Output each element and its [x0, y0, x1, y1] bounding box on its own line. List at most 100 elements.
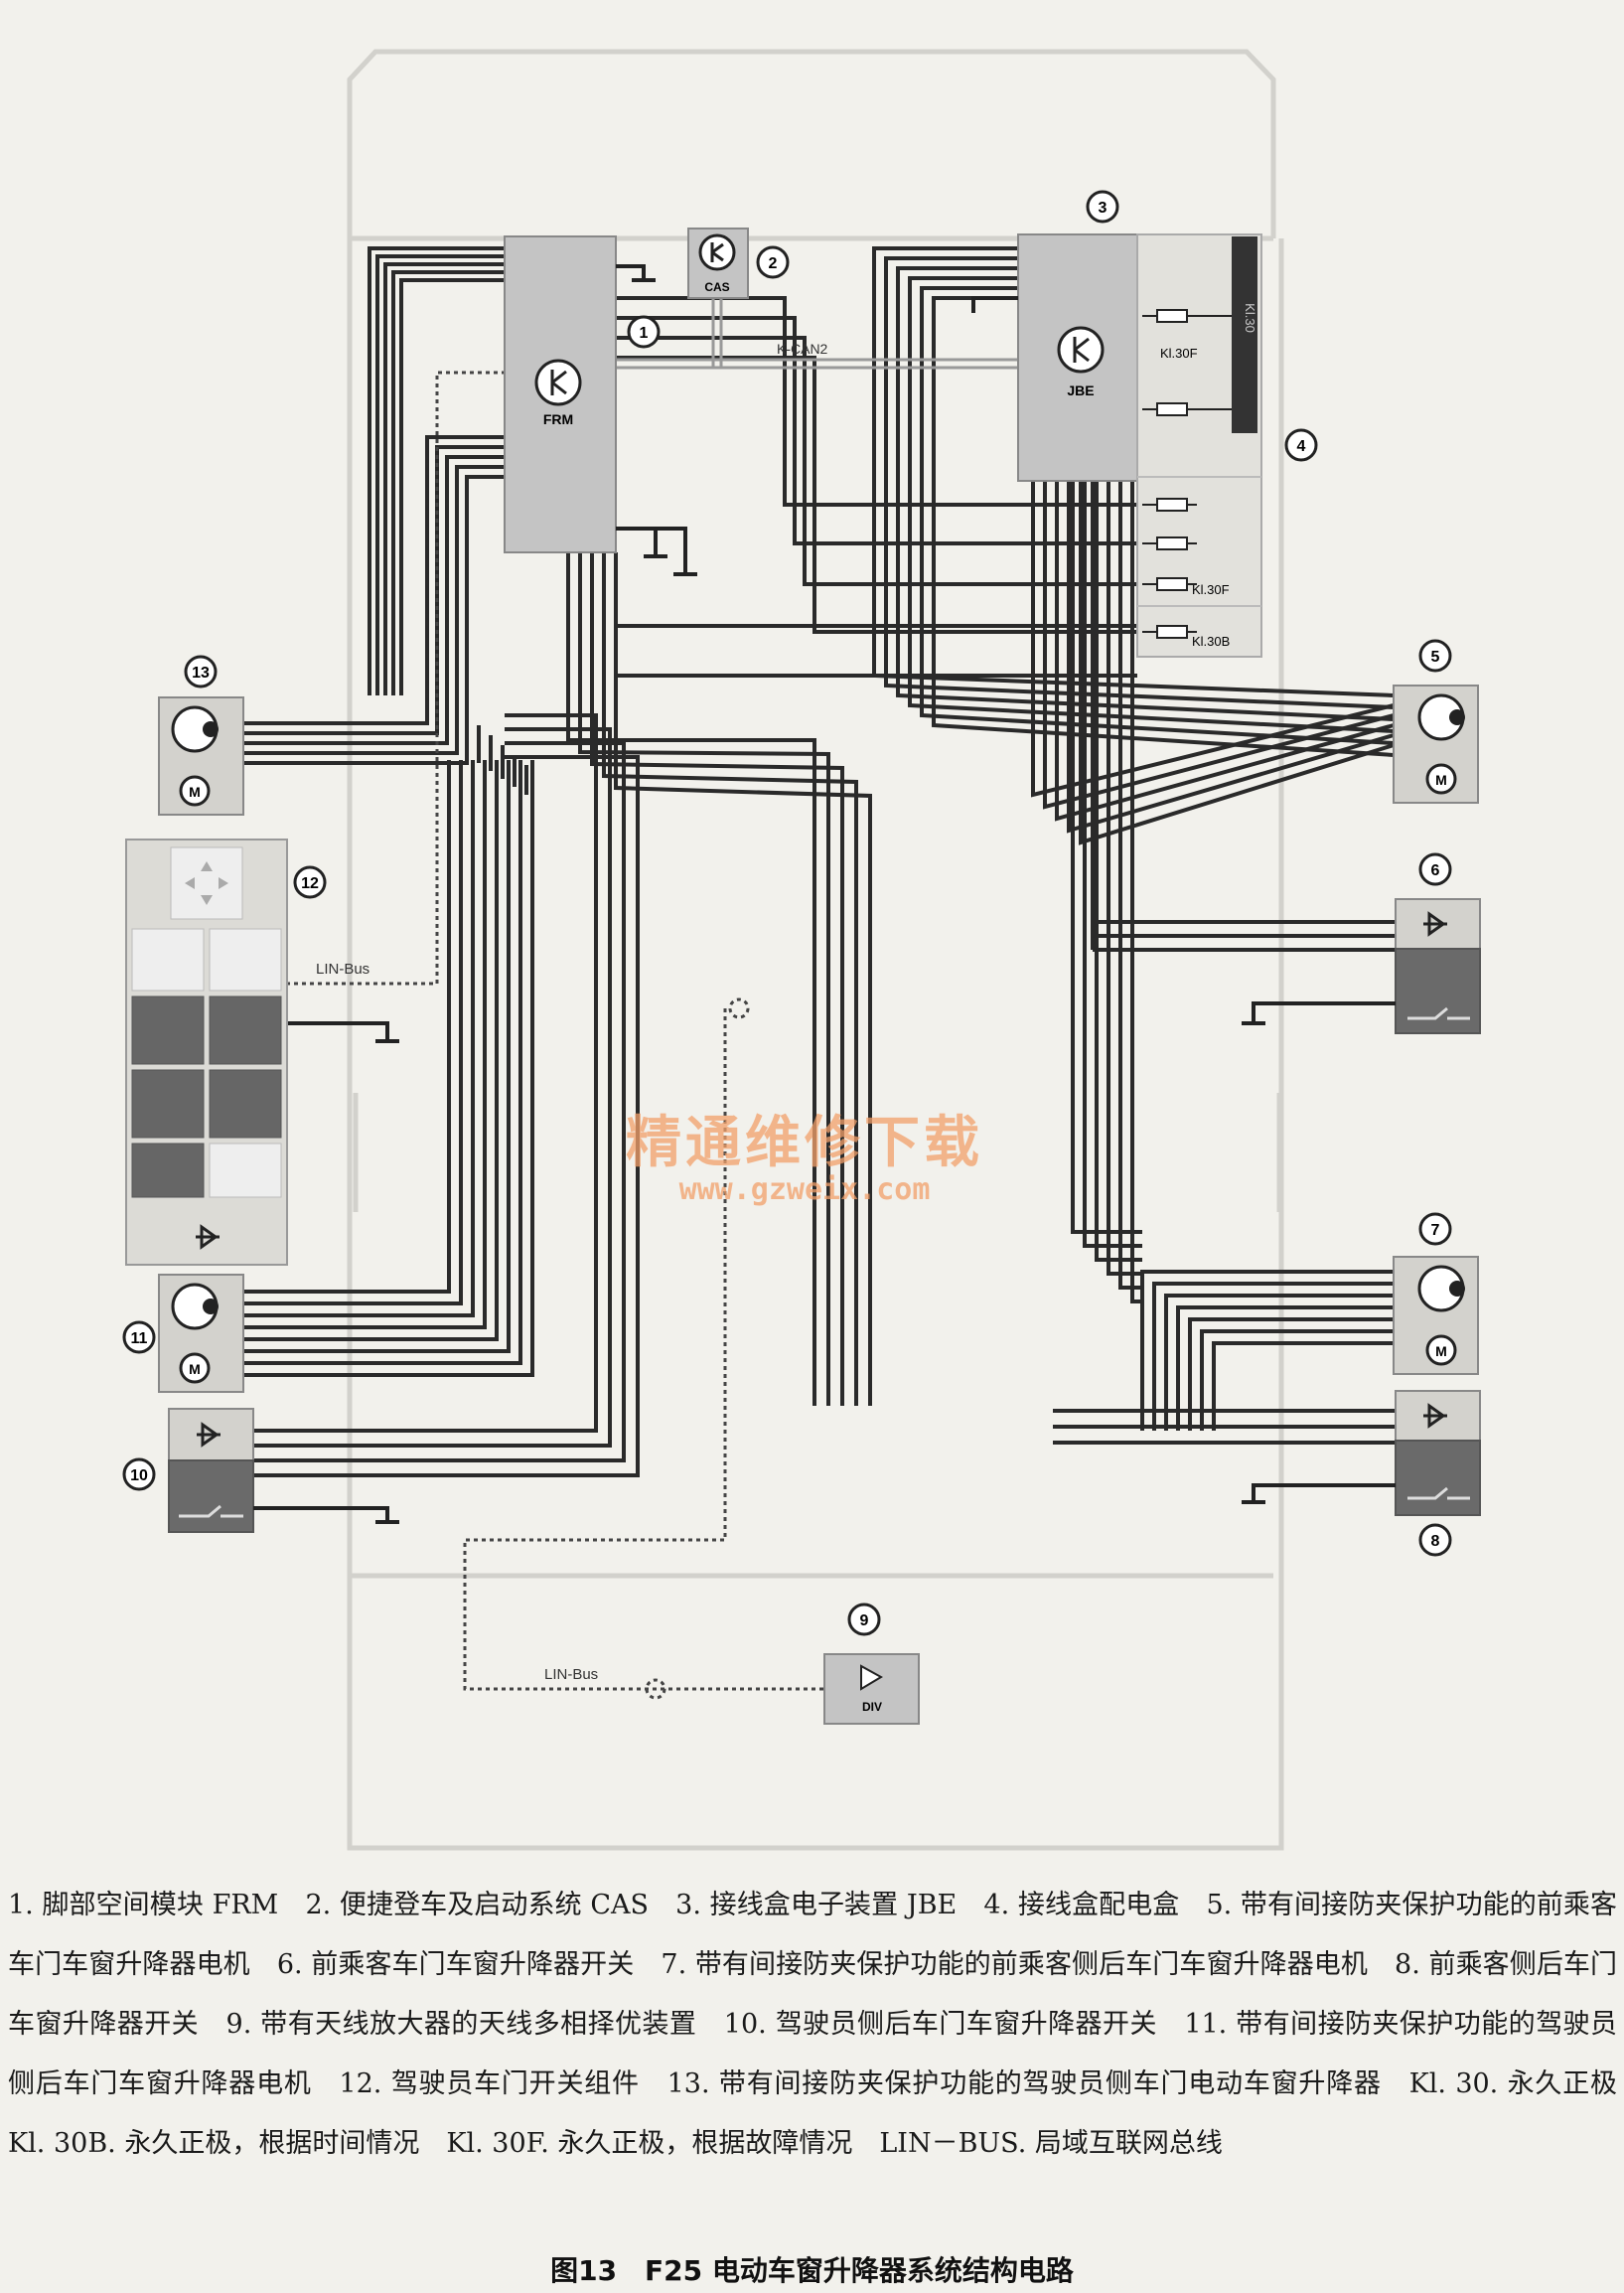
div-label: DIV: [862, 1700, 882, 1714]
mirror-arrows-icon: [185, 861, 228, 905]
lin-bus-lines: [286, 371, 824, 1700]
wire: [616, 356, 1157, 634]
callout-number-7: 7: [1431, 1222, 1440, 1239]
wire: [243, 760, 499, 1341]
wire: [243, 465, 505, 755]
wire: [1130, 481, 1142, 1303]
callout-circle-4: [1284, 428, 1318, 462]
wire: [391, 270, 505, 695]
jbe-label: JBE: [1067, 382, 1094, 398]
switch-module-6: [1395, 898, 1481, 1034]
figure-title: 图13 F25 电动车窗升降器系统结构电路: [550, 2254, 1074, 2287]
switch-icon: [1407, 1486, 1470, 1500]
callout-circle-8: [1418, 1523, 1452, 1557]
callout-number-12: 12: [301, 875, 319, 892]
wire: [253, 727, 612, 1448]
wire: [243, 455, 505, 745]
circuit-diagram: K-CAN2 LIN-Bus LIN-Bus FRM CAS JBE Kl.30: [122, 49, 1481, 1851]
callout-number-5: 5: [1431, 649, 1440, 666]
switch-icon: [179, 1504, 243, 1518]
wire: [243, 760, 463, 1305]
callout-number-11: 11: [131, 1330, 148, 1347]
svg-text:M: M: [1435, 1343, 1447, 1359]
wire: [243, 760, 487, 1329]
svg-text:M: M: [189, 784, 201, 800]
wire: [1188, 1317, 1394, 1431]
lin-bus-label-2: LIN-Bus: [544, 1666, 598, 1683]
callout-circle-3: [1086, 190, 1119, 224]
wire: [243, 760, 451, 1294]
motor-icon: [1425, 1334, 1457, 1366]
wire: [1152, 1282, 1394, 1431]
callout-number-8: 8: [1431, 1533, 1440, 1550]
callout-number-6: 6: [1431, 862, 1440, 879]
ground-symbols: [253, 264, 1396, 1524]
transistor-icon: [698, 233, 736, 271]
callout-circle-2: [756, 245, 790, 279]
wire: [616, 316, 1157, 545]
wire: [616, 336, 1157, 586]
motor-icon: [179, 775, 211, 807]
watermark-url: www.gzweix.com: [678, 1172, 931, 1207]
kl30b-label: Kl.30B: [1192, 634, 1230, 649]
callout-number-2: 2: [769, 255, 778, 272]
callout-number-4: 4: [1297, 438, 1306, 455]
wire: [243, 760, 534, 1377]
led-icon: [197, 1422, 221, 1448]
lin-bus-label-1: LIN-Bus: [316, 961, 369, 978]
wire: [243, 760, 522, 1365]
led-icon: [1423, 1403, 1447, 1429]
callout-circle-12: [293, 865, 327, 899]
wire: [602, 552, 858, 1406]
wire: [920, 286, 1395, 745]
motor-icon: [1425, 763, 1457, 795]
wire: [243, 475, 505, 765]
wire: [1164, 1294, 1394, 1431]
wire: [243, 760, 475, 1317]
motor-module-7: M: [1393, 1256, 1479, 1375]
wire: [368, 246, 505, 695]
motor-module-13: M: [158, 696, 244, 816]
callout-circle-10: [122, 1457, 156, 1491]
wire: [1043, 481, 1395, 810]
wire: [1118, 481, 1142, 1290]
kl30f-label: Kl.30F: [1192, 582, 1230, 597]
callout-circle-6: [1418, 852, 1452, 886]
frm-label: FRM: [543, 411, 573, 427]
callout-circle-11: [122, 1320, 156, 1354]
wire: [1095, 481, 1142, 1262]
switch-module-8: [1395, 1390, 1481, 1516]
driver-switch-cluster-12: [125, 839, 288, 1266]
callout-circle-7: [1418, 1212, 1452, 1246]
div-module-9: DIV: [823, 1653, 920, 1725]
cas-module: CAS: [687, 228, 749, 299]
callout-circle-9: [847, 1603, 881, 1636]
wire: [253, 741, 626, 1462]
watermark: 精通维修下载 www.gzweix.com: [596, 1098, 1013, 1207]
wire: [1055, 481, 1395, 822]
svg-text:M: M: [1435, 772, 1447, 788]
fuse-icons: [1142, 309, 1232, 639]
wire: [1083, 481, 1142, 1248]
svg-text:M: M: [189, 1361, 201, 1377]
wire: [896, 266, 1395, 721]
callout-number-13: 13: [192, 665, 210, 682]
wire: [1067, 481, 1395, 834]
wire: [1212, 1341, 1394, 1431]
callout-number-10: 10: [130, 1467, 148, 1484]
motor-module-5: M: [1393, 685, 1479, 804]
wire: [1176, 1305, 1394, 1431]
watermark-cn: 精通维修下载: [626, 1111, 983, 1175]
wire: [1200, 1329, 1394, 1431]
jbe-module: JBE: [1017, 233, 1138, 482]
wire: [1079, 481, 1395, 845]
switch-module-10: [168, 1408, 254, 1533]
wire: [566, 552, 816, 1406]
kcan2-bus: [616, 294, 1018, 370]
callout-circle-13: [184, 655, 218, 688]
switch-icon: [1407, 1006, 1470, 1020]
wire: [590, 552, 844, 1406]
callout-number-9: 9: [860, 1612, 869, 1629]
callout-number-1: 1: [640, 325, 649, 342]
